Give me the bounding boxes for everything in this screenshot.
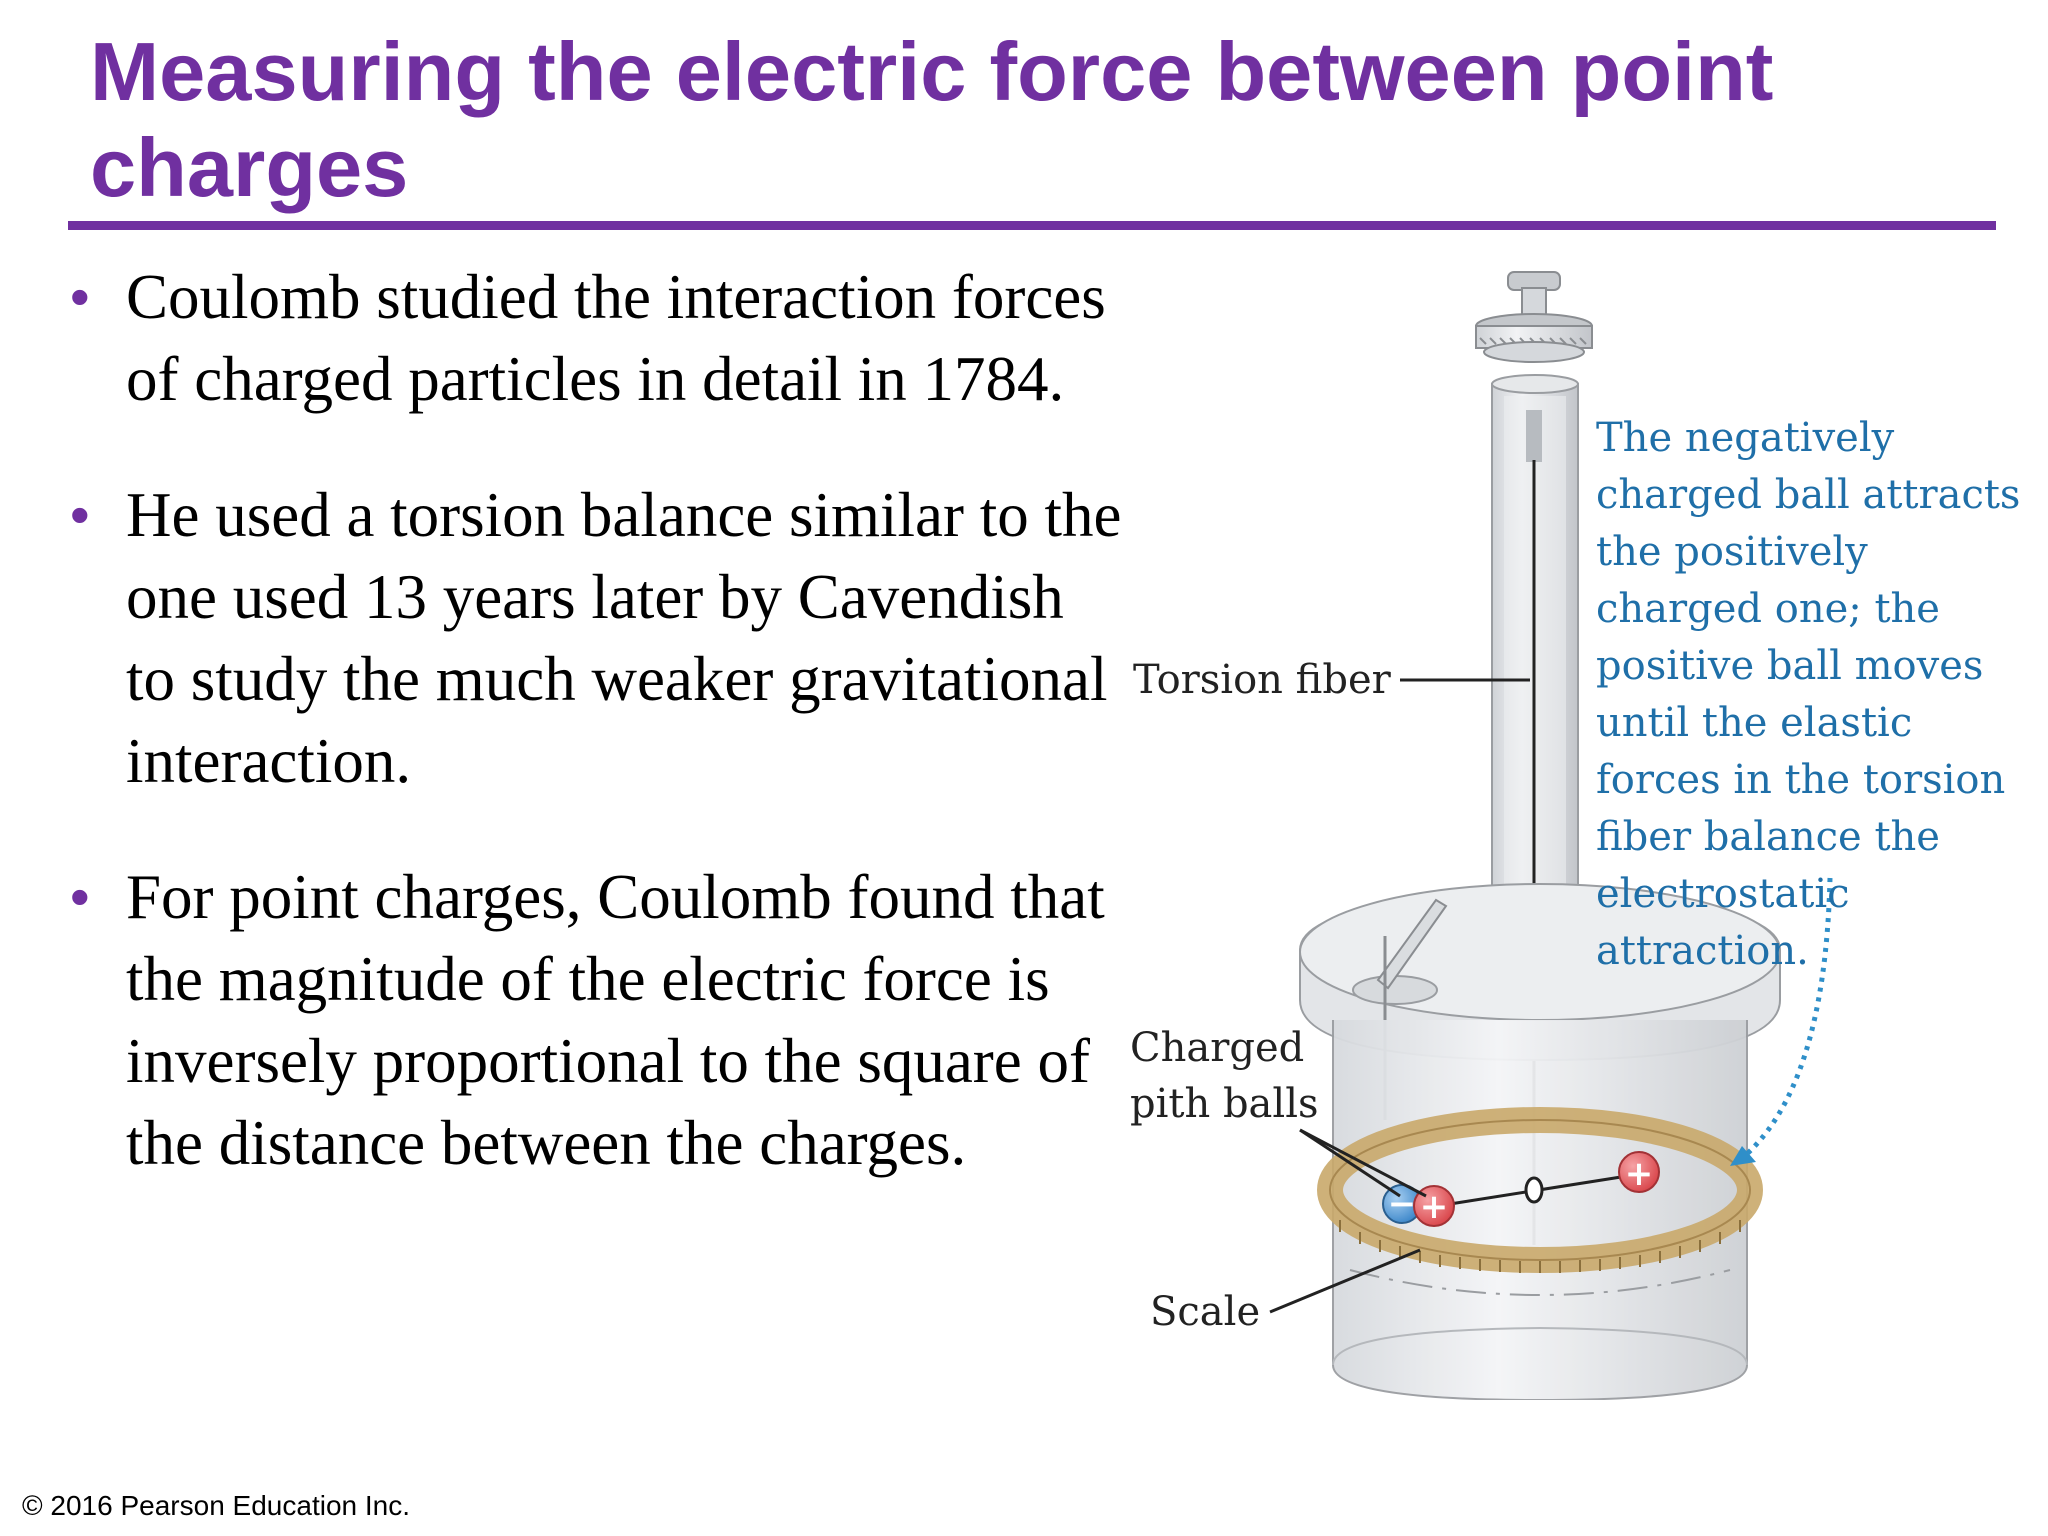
torsion-balance-figure: + − + Torsion fiber Charged pith balls S… — [1120, 260, 2040, 1400]
bullet-text: For point charges, Coulomb found that th… — [126, 862, 1105, 1178]
caption-arrow — [1730, 877, 1833, 1166]
label-leaders — [1269, 678, 1530, 1314]
torsion-balance-illustration: + − + — [1269, 271, 1833, 1400]
bullet-text: Coulomb studied the interaction forces o… — [126, 262, 1106, 414]
slide-title: Measuring the electric force between poi… — [90, 25, 1774, 214]
torsion-head — [1475, 271, 1593, 363]
title-divider — [68, 221, 1996, 230]
glass-cylinder — [1332, 1020, 1748, 1400]
positive-sign: + — [1625, 1154, 1654, 1194]
copyright-notice: © 2016 Pearson Education Inc. — [22, 1490, 410, 1521]
bullet-text: He used a torsion balance similar to the… — [126, 480, 1122, 796]
bullet-item: • He used a torsion balance similar to t… — [70, 474, 1121, 802]
positive-pith-ball — [1618, 1151, 1660, 1193]
bullet-item: • Coulomb studied the interaction forces… — [70, 256, 1106, 420]
positive-sign: + — [1420, 1187, 1449, 1227]
torsion-fiber-label: Torsion fiber — [1133, 657, 1391, 703]
pith-balls-label-line2: pith balls — [1130, 1081, 1319, 1127]
bullet-list: • Coulomb studied the interaction forces… — [70, 256, 1121, 1184]
bullet-item: • For point charges, Coulomb found that … — [70, 856, 1105, 1184]
figure-caption: The negatively charged ball attracts the… — [1596, 415, 2021, 974]
pith-balls-label-line1: Charged — [1130, 1025, 1305, 1071]
bullet-marker: • — [70, 265, 90, 328]
scale-label: Scale — [1150, 1289, 1261, 1335]
bullet-marker: • — [70, 865, 90, 928]
cylinder-lid — [1299, 883, 1781, 1120]
scale-ring — [1317, 1107, 1763, 1273]
glass-tube — [1480, 374, 1590, 1245]
bullet-marker: • — [70, 483, 90, 546]
